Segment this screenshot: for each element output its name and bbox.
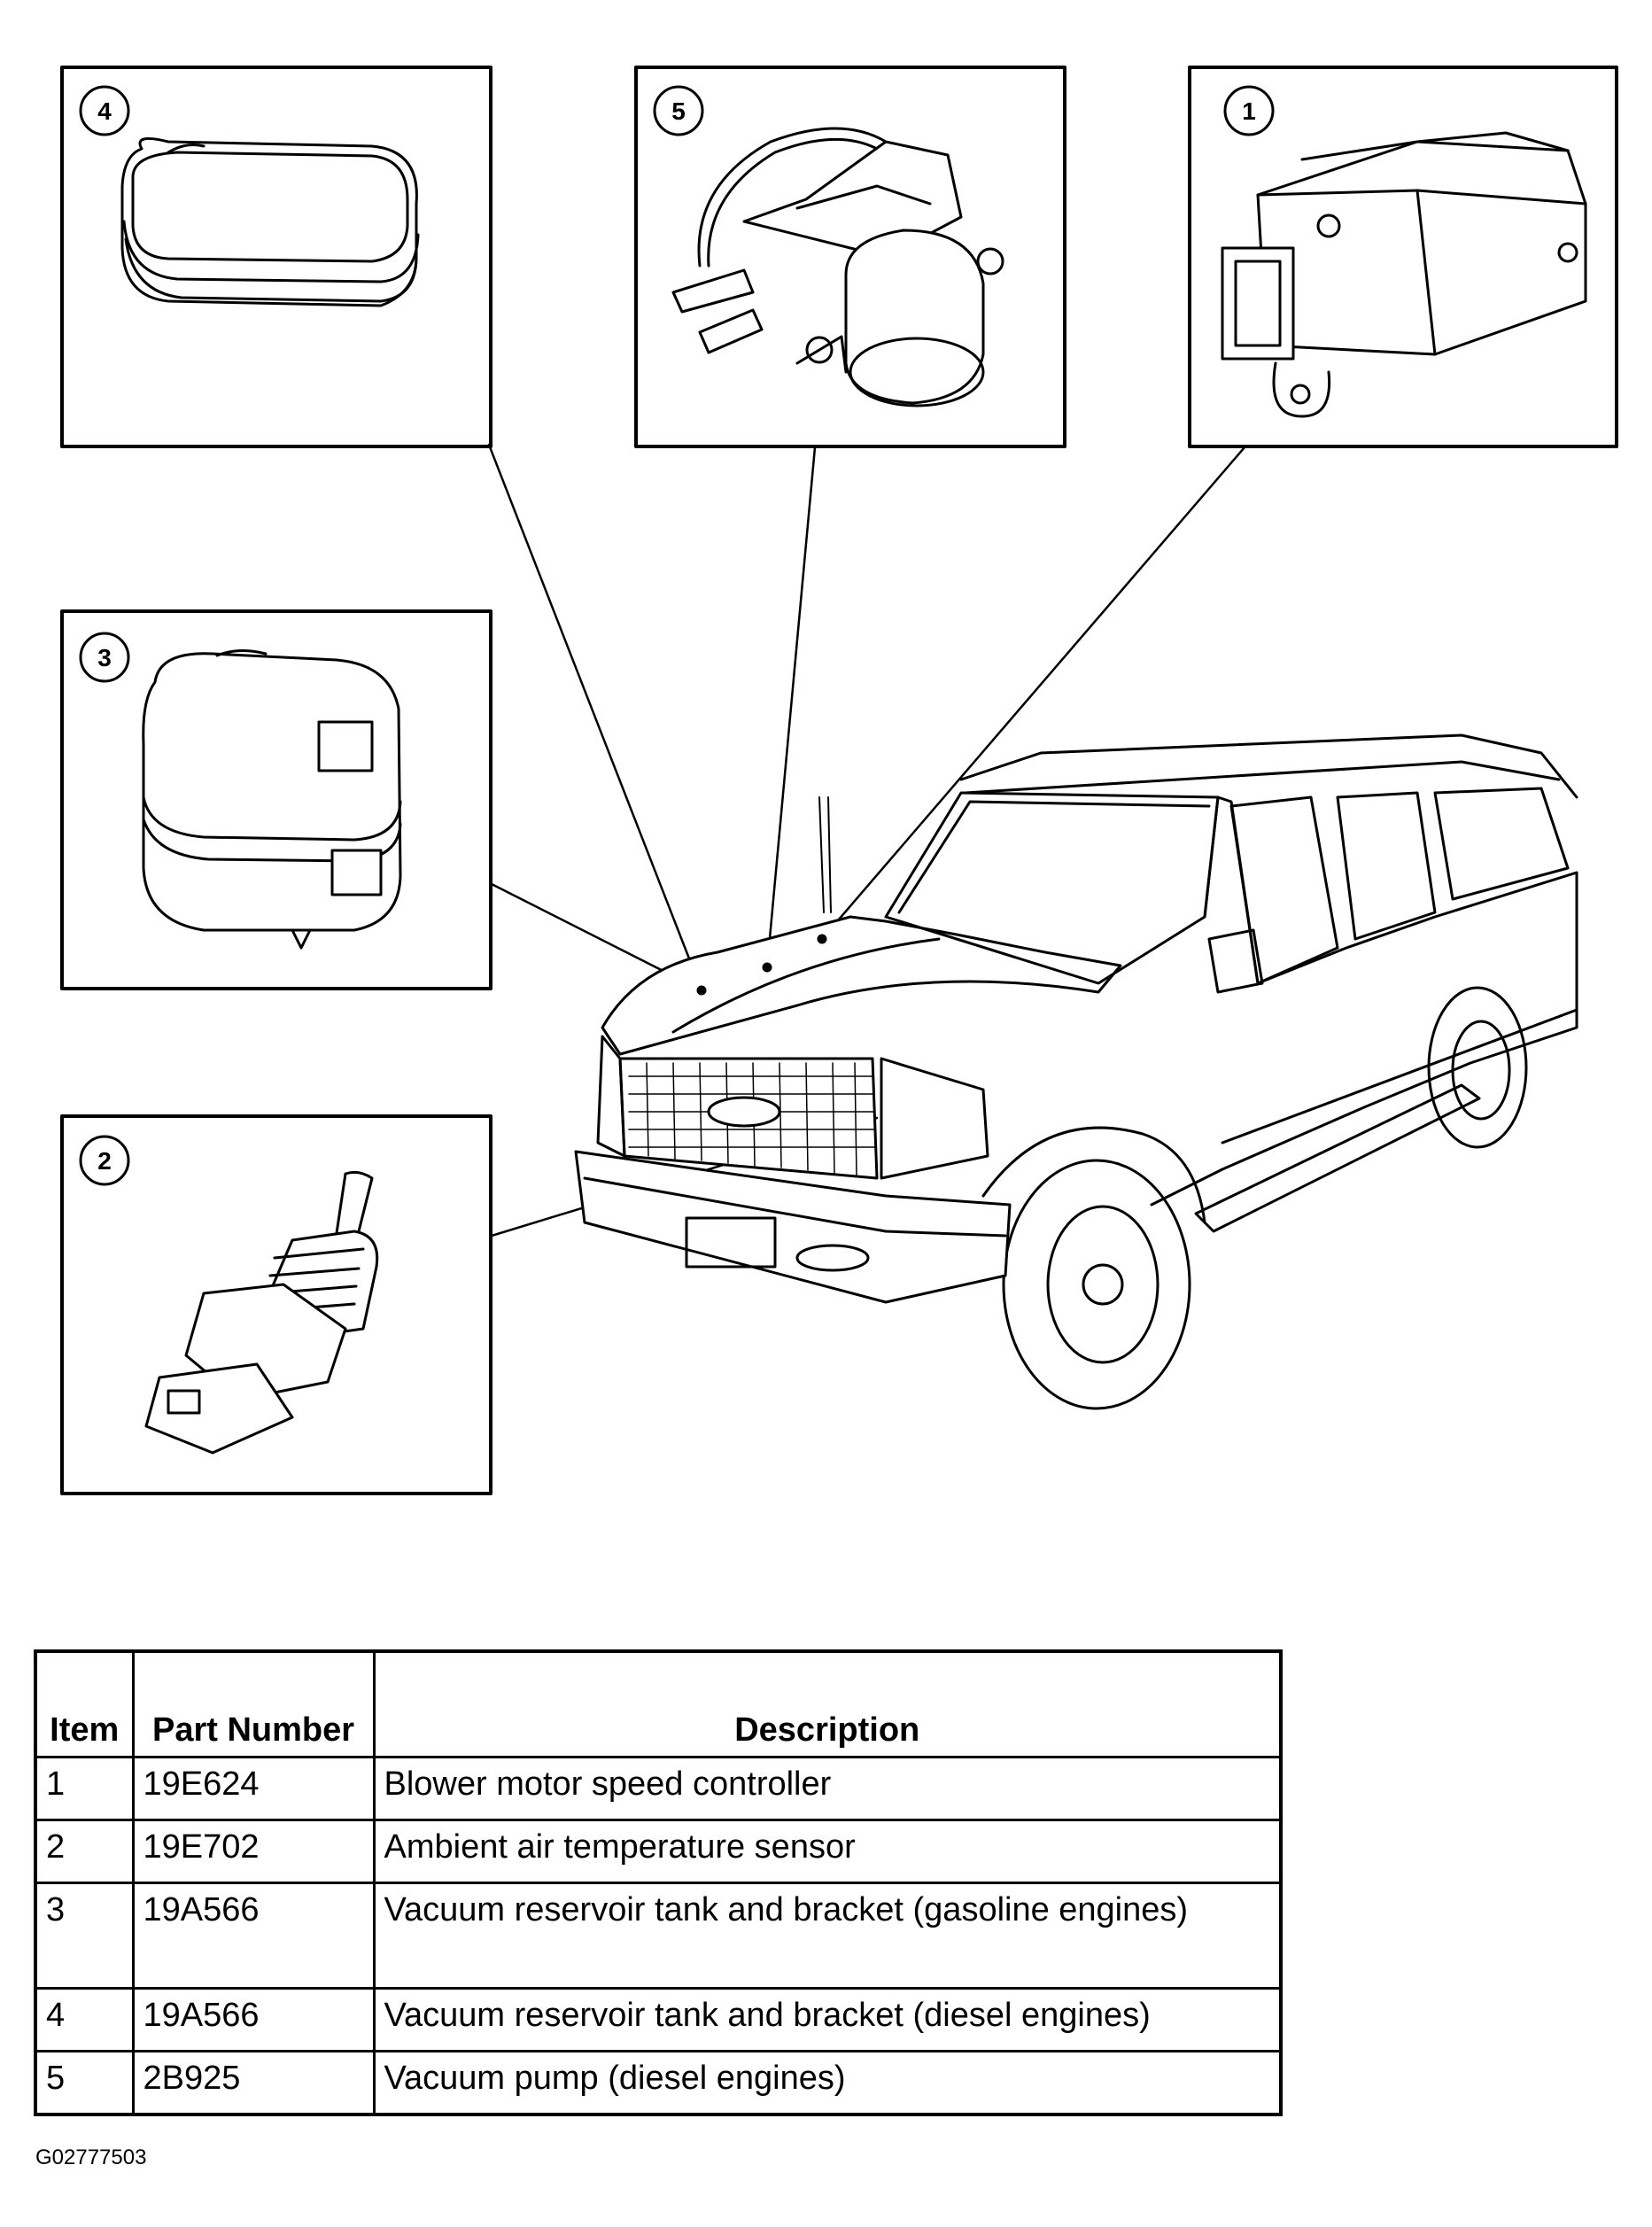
vehicle-side-mirror [1207, 928, 1264, 994]
leader-line-4 [487, 443, 703, 992]
table-header-row: Item Part Number Description [34, 1649, 1283, 1758]
vehicle-drawing [574, 733, 1578, 1410]
table-row: 5 2B925 Vacuum pump (diesel engines) [34, 2050, 1283, 2116]
callout-number-2: 2 [97, 1147, 112, 1175]
cell-item: 5 [34, 2050, 135, 2116]
vehicle-headlight [880, 1057, 989, 1180]
cell-description: Ambient air temperature sensor [372, 1819, 1283, 1884]
part-box-2: 2 [60, 1114, 492, 1495]
header-item: Item [34, 1649, 135, 1758]
cell-description: Vacuum reservoir tank and bracket (gasol… [372, 1882, 1283, 1990]
leader-line-5 [765, 446, 817, 969]
table-row: 3 19A566 Vacuum reservoir tank and brack… [34, 1882, 1283, 1990]
cell-description: Vacuum pump (diesel engines) [372, 2050, 1283, 2116]
callout-badge-1: 1 [1223, 85, 1275, 136]
vehicle-front-wheel [1002, 1159, 1191, 1410]
callout-badge-3: 3 [79, 632, 130, 683]
callout-number-4: 4 [97, 97, 112, 125]
cell-part-number: 19A566 [131, 1882, 376, 1990]
cell-description: Blower motor speed controller [372, 1756, 1283, 1821]
vehicle-side-windows [1229, 787, 1570, 985]
callout-badge-4: 4 [79, 85, 130, 136]
callout-number-5: 5 [671, 97, 686, 125]
vehicle-body-side [1150, 795, 1578, 1207]
vehicle-emblem [707, 1096, 781, 1128]
callout-badge-2: 2 [79, 1135, 130, 1186]
cell-item: 3 [34, 1882, 135, 1990]
part-box-5: 5 [634, 66, 1066, 448]
vacuum-pump-drawing [671, 127, 1004, 407]
header-description: Description [372, 1649, 1283, 1758]
header-part-number: Part Number [131, 1649, 376, 1758]
callout-number-1: 1 [1242, 97, 1256, 125]
table-row: 1 19E624 Blower motor speed controller [34, 1756, 1283, 1821]
blower-motor-controller-drawing [1221, 131, 1587, 418]
cell-part-number: 19E624 [131, 1756, 376, 1821]
cell-part-number: 19A566 [131, 1987, 376, 2052]
temperature-sensor-drawing [144, 1170, 379, 1455]
component-locator-diagram: 4 5 [60, 66, 1618, 1495]
cell-description: Vacuum reservoir tank and bracket (diese… [372, 1987, 1283, 2052]
parts-legend-table: Item Part Number Description 1 19E624 Bl… [34, 1649, 1283, 2116]
figure-id: G02777503 [35, 2146, 147, 2169]
part-box-1: 1 [1188, 66, 1618, 448]
part-box-3: 3 [60, 609, 492, 990]
vehicle-front-bumper [574, 1150, 1012, 1304]
vehicle-rear-wheel [1427, 986, 1528, 1149]
cell-part-number: 2B925 [131, 2050, 376, 2116]
vehicle-license-plate [685, 1216, 777, 1269]
vehicle-antenna [818, 796, 832, 913]
cell-item: 4 [34, 1987, 135, 2052]
vacuum-reservoir-gasoline-drawing [142, 649, 402, 950]
callout-number-3: 3 [97, 644, 112, 671]
table-row: 4 19A566 Vacuum reservoir tank and brack… [34, 1987, 1283, 2052]
vacuum-reservoir-diesel-drawing [120, 136, 420, 307]
part-box-4: 4 [60, 66, 492, 448]
cell-item: 1 [34, 1756, 135, 1821]
vehicle-roof [959, 733, 1578, 799]
callout-badge-5: 5 [653, 85, 704, 136]
cell-item: 2 [34, 1819, 135, 1884]
table-row: 2 19E702 Ambient air temperature sensor [34, 1819, 1283, 1884]
cell-part-number: 19E702 [131, 1819, 376, 1884]
leader-line-1 [820, 446, 1246, 941]
vehicle-hood [601, 915, 1122, 1056]
